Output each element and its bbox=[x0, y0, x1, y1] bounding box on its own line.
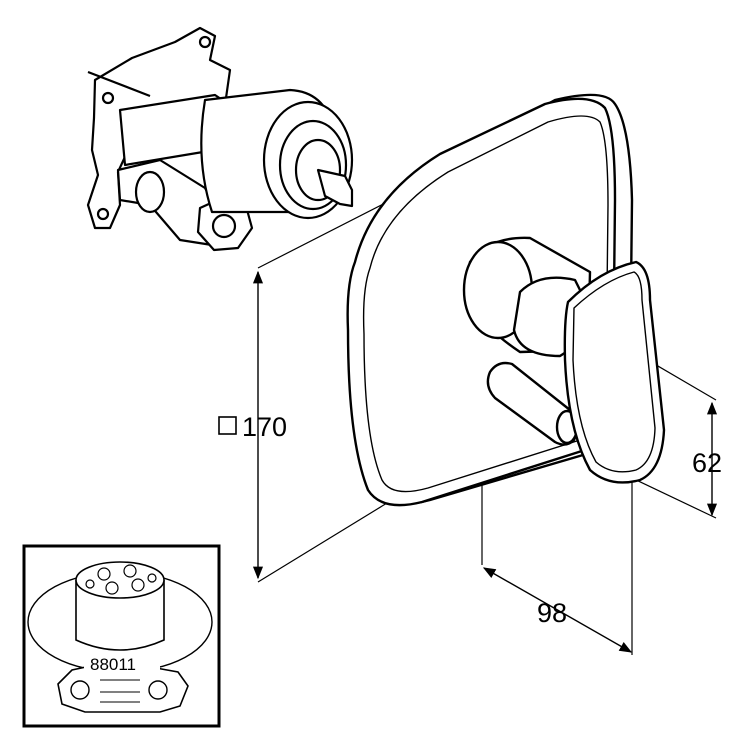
hex-nut-bore bbox=[211, 213, 237, 239]
bracket-hole bbox=[101, 91, 115, 105]
dimension-label-62: 62 bbox=[692, 448, 722, 478]
spindle-tip bbox=[316, 168, 354, 208]
dimension-line-98 bbox=[482, 567, 633, 653]
dimension-offset: 62 bbox=[692, 401, 722, 517]
inset-label-backing bbox=[84, 654, 160, 674]
rough-in-valve-body bbox=[86, 26, 354, 252]
inset-valve-port bbox=[70, 680, 90, 700]
dimension-depth: 98 bbox=[482, 567, 633, 653]
inset-port bbox=[85, 579, 95, 589]
inset-valve-port bbox=[148, 680, 168, 700]
inset-part-number: 88011 bbox=[90, 655, 136, 674]
dimension-label-98: 98 bbox=[537, 598, 567, 628]
dimension-plate-size: 170 bbox=[218, 270, 287, 580]
inset-box: 88011 bbox=[22, 544, 221, 728]
inset-port bbox=[105, 581, 119, 595]
square-symbol bbox=[218, 416, 237, 435]
inset-port bbox=[123, 564, 137, 578]
inset-cylinder bbox=[75, 580, 165, 651]
inset-port bbox=[147, 573, 157, 583]
dimension-label-170: 170 bbox=[242, 412, 287, 442]
bracket-hole bbox=[198, 35, 212, 49]
lever-blade bbox=[563, 260, 666, 484]
inset-port bbox=[131, 578, 145, 592]
bracket-hole bbox=[96, 207, 110, 221]
mixer-handle bbox=[462, 236, 666, 484]
pipe-end bbox=[134, 170, 166, 214]
inset-port bbox=[97, 567, 111, 581]
spindle bbox=[87, 70, 151, 98]
lever-blade-edge bbox=[572, 271, 656, 473]
